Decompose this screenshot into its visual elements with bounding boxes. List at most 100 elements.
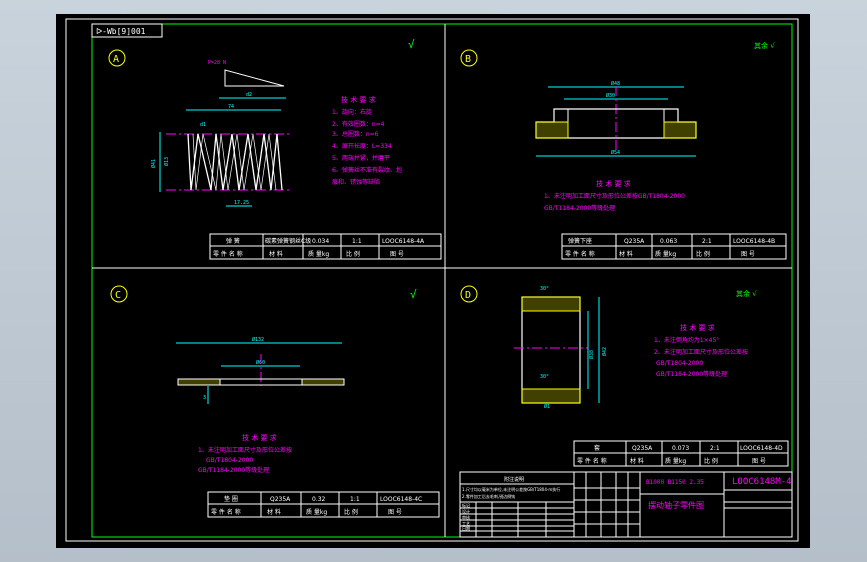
view-d-cell: 图 号 <box>752 458 766 465</box>
view-d-table <box>573 440 789 467</box>
dim-a-od: Ø41 <box>150 159 157 168</box>
dim-d-bottom2: Ø1 <box>544 403 550 410</box>
view-b-cell: 0.063 <box>660 238 677 245</box>
view-d-cell: Q235A <box>632 445 653 452</box>
drawing-number-box <box>91 23 163 38</box>
view-c-table <box>207 491 440 518</box>
dim-a-di: d1 <box>200 122 206 128</box>
view-a-cell: 零 件 名 称 <box>213 250 243 258</box>
view-a-badge <box>108 49 126 67</box>
view-d-note: GB/T1804-2000 <box>656 360 703 367</box>
view-a-note: 2、有效圈数：n=4 <box>332 120 385 128</box>
title-row-label: 日期 <box>462 525 470 531</box>
view-a-note: 3、总圈数：n=6 <box>332 130 379 138</box>
dim-d-right: Ø38 <box>588 350 595 359</box>
view-c-cell: Q235A <box>270 496 291 503</box>
view-a-note: 1、旋向：右旋 <box>332 108 372 116</box>
view-b-badge <box>460 49 478 67</box>
view-b-cell: LOOC6148-4B <box>733 238 775 245</box>
view-b-cell: 质 量kg <box>655 250 676 258</box>
view-a-pressure: P=28 N <box>208 60 226 66</box>
view-a-note: 痕和、锈蚀等缺陷 <box>332 178 380 186</box>
view-b-cell: 零 件 名 称 <box>565 250 595 258</box>
view-d-cell: 0.073 <box>672 445 689 452</box>
view-c-note: 1、未注明加工面尺寸及形位公差按 <box>198 446 292 454</box>
view-a-table <box>209 233 442 260</box>
view-b-cell: 材 料 <box>619 250 633 258</box>
view-d-cell: 2:1 <box>710 445 720 452</box>
view-b-hatch-right <box>663 121 697 139</box>
inner-border <box>91 23 793 538</box>
view-c-cell: LOOC6148-4C <box>380 496 422 503</box>
view-d-note: GB/T1184-2000等级处理 <box>656 370 727 378</box>
dim-a-d2: d2 <box>246 92 252 98</box>
dim-b-top: Ø48 <box>611 80 620 87</box>
dim-d-right2: Ø42 <box>601 347 608 356</box>
drawing-canvas[interactable]: ᐅ-Wb[9]001 A √ P=28 N d2 74 d1 Ø41 Ø13 1… <box>56 14 810 548</box>
view-a-note: 4、展开长度：L=334 <box>332 142 392 150</box>
view-b-cell: 2:1 <box>702 238 712 245</box>
view-a-cell: LOOC6148-4A <box>382 238 425 245</box>
view-c-note: GB/T1804-2000 <box>206 457 253 464</box>
title-row-label: 审核 <box>462 514 470 520</box>
view-a-cell: 碳素弹簧钢丝C级 <box>265 237 311 245</box>
dim-b-bottom: Ø54 <box>611 149 620 156</box>
view-d-hatch-top <box>521 296 581 312</box>
title-part-name: 摆动轴子零件图 <box>648 500 704 510</box>
view-c-washer-right <box>301 378 345 386</box>
view-a-spring-inner <box>192 133 277 191</box>
view-a-cell: 1:1 <box>352 238 362 245</box>
dim-d-bottom: 30° <box>540 374 549 380</box>
title-note-header: 附注说明 <box>504 476 524 483</box>
view-d-cell: 材 料 <box>630 457 644 465</box>
view-d-cell: 零 件 名 称 <box>577 457 607 465</box>
view-a-roughness: √ <box>408 38 415 51</box>
view-a-note: 5、两端并紧，并磨平 <box>332 154 390 162</box>
title-drawing-code: LOOC6148M-4 <box>732 477 792 487</box>
view-d-cell: 质 量kg <box>665 457 686 465</box>
dim-c-outer: Ø132 <box>252 336 264 343</box>
view-c-cell: 零 件 名 称 <box>211 508 241 516</box>
dim-a-gap: 17.25 <box>234 200 249 206</box>
view-b-hatch-left <box>535 121 569 139</box>
view-c-cell: 1:1 <box>350 496 360 503</box>
view-c-notes-title: 技 术 要 求 <box>242 433 277 442</box>
view-a-label: A <box>113 54 119 65</box>
view-d-note: 1、未注倒角均为1×45° <box>654 336 719 344</box>
view-a-cell: 图 号 <box>390 251 404 258</box>
title-note-line: 1.尺寸均以毫米为单位,未注明公差按GB/T1804-m执行 <box>462 486 560 492</box>
view-a-spring <box>187 133 283 191</box>
view-b-cell: 图 号 <box>741 251 755 258</box>
view-b-note: GB/T1184-2000等级处理 <box>544 204 615 212</box>
view-b-cell: Q235A <box>624 238 645 245</box>
dim-b-inner: Ø30 <box>606 92 615 99</box>
view-d-roughness: 其余 √ <box>736 289 757 298</box>
dim-a-d1: 74 <box>228 104 234 110</box>
view-d-cell: LOOC6148-4D <box>740 445 783 452</box>
title-row-label: 标记 <box>462 502 470 508</box>
view-a-cell: 材 料 <box>269 250 283 258</box>
view-c-label: C <box>115 290 121 301</box>
view-d-cell: 比 例 <box>704 457 718 465</box>
view-b-notes-title: 技 术 要 求 <box>596 179 631 188</box>
view-b-table <box>561 233 787 260</box>
view-d-note: 2、未注明加工面尺寸及形位公差按 <box>654 348 748 356</box>
view-c-cell: 0.32 <box>312 496 326 503</box>
view-b-cell: 弹簧下座 <box>568 237 592 245</box>
title-row-label: 工艺 <box>462 521 470 526</box>
view-d-label: D <box>465 290 471 301</box>
dim-d-top: 30° <box>540 286 549 292</box>
view-a-cell: 0.034 <box>312 238 329 245</box>
dim-c-thick: 3 <box>203 395 206 401</box>
view-b-cell: 比 例 <box>696 250 710 258</box>
view-a-load-triangle <box>224 69 285 87</box>
view-c-roughness: √ <box>410 288 417 301</box>
title-block <box>459 471 793 538</box>
title-scale-note: B1000 B1150 2.35 <box>646 479 704 486</box>
view-c-cell: 材 料 <box>267 508 281 516</box>
view-d-notes-title: 技 术 要 求 <box>680 323 715 332</box>
view-a-note: 6、弹簧丝不准有裂纹、划 <box>332 166 402 174</box>
view-c-washer-left <box>177 378 221 386</box>
view-a-cell: 质 量kg <box>308 250 329 258</box>
view-c-note: GB/T1184-2000等级处理 <box>198 466 269 474</box>
